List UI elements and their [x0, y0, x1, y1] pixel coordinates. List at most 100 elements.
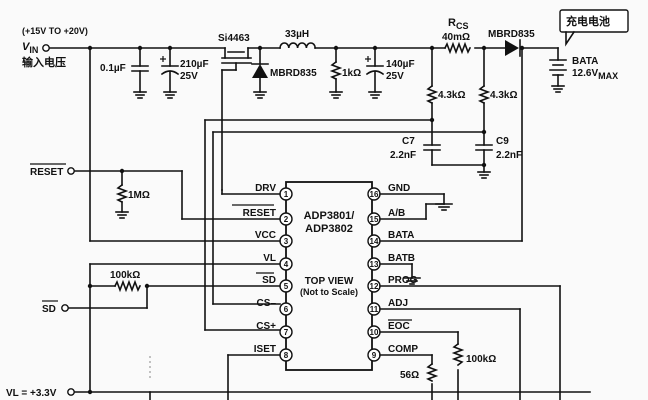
svg-text:GND: GND — [388, 183, 410, 194]
catch-diode-label: MBRD835 — [270, 68, 317, 79]
input-range-label: (+15V TO +20V) — [22, 26, 88, 36]
svg-text:14: 14 — [370, 237, 379, 246]
cap-c7 — [423, 144, 485, 166]
svg-text:A/B: A/B — [388, 208, 405, 219]
svg-text:ADJ: ADJ — [388, 298, 408, 309]
junction-dot — [372, 45, 378, 51]
batb-ground — [403, 277, 421, 285]
reset-terminal — [67, 167, 75, 175]
svg-text:CS+: CS+ — [256, 321, 276, 332]
sd-terminal — [61, 304, 69, 312]
junction-dot — [481, 129, 487, 135]
resistor-1m — [115, 170, 129, 219]
svg-text:BATB: BATB — [388, 253, 415, 264]
battery-callout — [559, 9, 629, 47]
cap2-voltage: 25V — [180, 71, 198, 82]
resistor-100k-eoc — [451, 342, 465, 367]
battery-cn-label: 充电电池 — [566, 14, 610, 28]
junction-dot — [87, 389, 93, 395]
svg-text:4: 4 — [284, 260, 289, 269]
ic-view: TOP VIEW — [305, 276, 354, 287]
resistor-1k — [329, 47, 343, 99]
junction-dot — [87, 283, 93, 289]
svg-text:12: 12 — [370, 282, 379, 291]
vin-terminal — [42, 44, 50, 52]
svg-text:5: 5 — [284, 282, 289, 291]
svg-text:RESET: RESET — [243, 208, 276, 219]
r43k-right-label: 4.3kΩ — [490, 90, 517, 101]
svg-text:VL: VL — [263, 253, 276, 264]
svg-text:COMP: COMP — [388, 344, 418, 355]
resistor-4-3k-left — [425, 47, 439, 146]
battery-voltage: 12.6VMAX — [572, 68, 618, 81]
r43k-left-label: 4.3kΩ — [438, 90, 465, 101]
resistor-4-3k-right — [477, 47, 491, 146]
inductor-label: 33µH — [285, 29, 309, 40]
svg-text:7: 7 — [284, 328, 289, 337]
junction-dot — [481, 162, 487, 168]
sense-wiring — [204, 119, 485, 331]
c9-value: 2.2nF — [496, 150, 522, 161]
svg-text:6: 6 — [284, 305, 289, 314]
ic-adp3801 — [285, 181, 373, 371]
cap3-voltage: 25V — [386, 71, 404, 82]
left-wiring — [67, 47, 591, 400]
junction-dot — [257, 45, 263, 51]
left-pin-labels: DRV RESET VCC VL SD CS– CS+ ISET — [243, 183, 277, 355]
svg-text:CS–: CS– — [257, 298, 277, 309]
c7-label: C7 — [402, 136, 415, 147]
ic-scale: (Not to Scale) — [300, 287, 358, 297]
svg-text:15: 15 — [370, 215, 379, 224]
cap3-value: 140µF — [386, 59, 415, 70]
diode-mbrd835-catch — [251, 47, 269, 99]
vl-terminal — [67, 388, 75, 396]
r100k-eoc-label: 100kΩ — [466, 354, 496, 365]
resistor-100k-sd — [113, 279, 142, 293]
inductor-33uh — [279, 42, 317, 49]
cap-0-1uf — [131, 47, 149, 99]
svg-text:11: 11 — [370, 305, 379, 314]
svg-text:EOC: EOC — [388, 321, 410, 332]
cap-140uf — [365, 47, 385, 99]
ic-name-1: ADP3801/ — [304, 210, 355, 222]
bata-label: BATA — [572, 56, 598, 67]
cap-c9 — [475, 144, 493, 179]
svg-text:8: 8 — [284, 351, 289, 360]
c7-value: 2.2nF — [390, 150, 416, 161]
mosfet-label: Si4463 — [218, 33, 250, 44]
diode-mbrd835-block — [505, 39, 521, 57]
svg-text:1: 1 — [284, 190, 289, 199]
vl-ext-label: VL = +3.3V — [6, 388, 57, 399]
top-rail-wiring — [49, 47, 559, 61]
junction-dot — [429, 117, 435, 123]
svg-text:3: 3 — [284, 237, 289, 246]
cap1-label: 0.1µF — [100, 63, 126, 74]
right-pin-labels: GND A/B BATA BATB PROG ADJ EOC COMP — [388, 183, 418, 355]
resistor-56 — [425, 362, 439, 383]
vin-cn-label: 输入电压 — [22, 55, 66, 69]
rcs-label: RCS — [448, 17, 468, 31]
r1k-label: 1kΩ — [342, 68, 361, 79]
right-wiring — [149, 47, 561, 400]
battery-symbol — [549, 59, 567, 93]
r1m-label: 1MΩ — [128, 190, 150, 201]
resistor-rcs — [443, 41, 472, 55]
junction-dot — [137, 45, 143, 51]
svg-text:BATA: BATA — [388, 230, 414, 241]
cap2-value: 210µF — [180, 59, 209, 70]
svg-text:16: 16 — [370, 190, 379, 199]
junction-dot — [167, 45, 173, 51]
cap-210uf — [160, 47, 180, 99]
svg-text:10: 10 — [370, 328, 379, 337]
ic-name-2: ADP3802 — [305, 223, 353, 235]
junction-dot — [144, 283, 150, 289]
junction-dot — [87, 45, 93, 51]
svg-text:2: 2 — [284, 215, 289, 224]
r56-label: 56Ω — [400, 370, 419, 381]
vin-label: VIN — [22, 41, 38, 55]
svg-text:13: 13 — [370, 260, 379, 269]
junction-dot — [333, 45, 339, 51]
svg-text:DRV: DRV — [255, 183, 276, 194]
